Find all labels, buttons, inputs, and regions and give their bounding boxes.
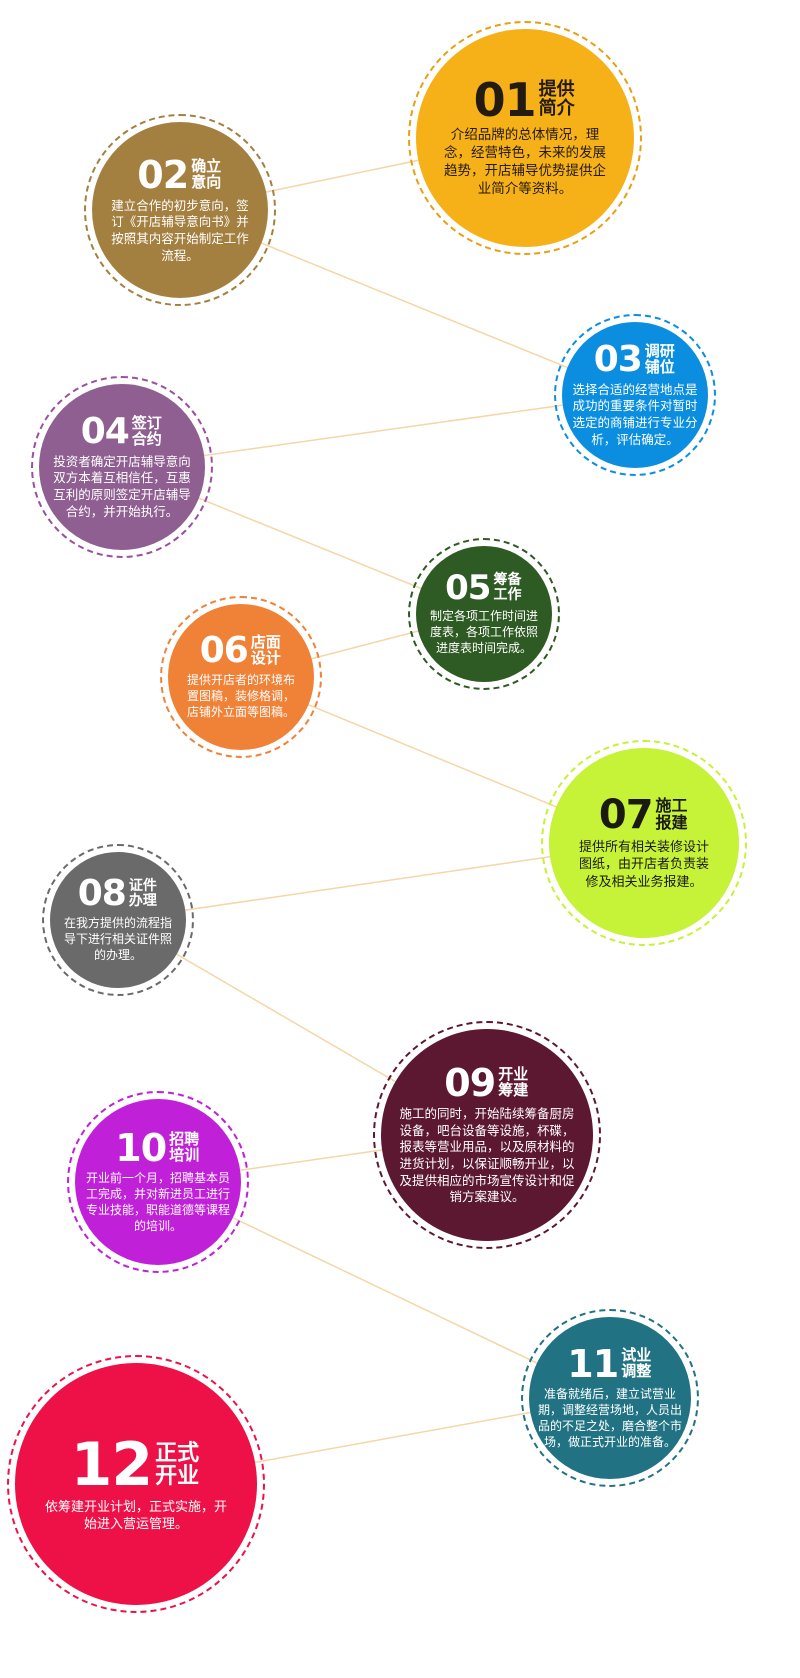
step-description: 选择合适的经营地点是成功的重要条件对暂时选定的商铺进行专业分析，评估确定。 xyxy=(572,381,698,447)
connector-line xyxy=(157,1181,611,1399)
step-title: 确立意向 xyxy=(191,157,222,191)
connector-line xyxy=(121,394,636,468)
step-description: 依筹建开业计划，正式实施，开始进入营运管理。 xyxy=(44,1499,227,1532)
step-description: 准备就绪后，建立试营业期，调整经营场地，人员出品的不足之处，磨合整个市场，做正式… xyxy=(537,1387,682,1449)
step-number: 11 xyxy=(567,1342,619,1387)
step-number: 04 xyxy=(80,410,130,452)
step-number: 10 xyxy=(115,1126,167,1171)
step-12-circle: 12 正式开业 依筹建开业计划，正式实施，开始进入营运管理。 xyxy=(7,1355,265,1613)
step-01-circle: 01 提供简介 介绍品牌的总体情况，理念，经营特色，未来的发展趋势，开店辅导优势… xyxy=(408,21,642,255)
step-title: 招聘培训 xyxy=(169,1130,200,1165)
step-09-circle: 09 开业筹建 施工的同时，开始陆续筹备厨房设备，吧台设备等设施，杯碟，报表等营… xyxy=(373,1021,601,1249)
step-02-circle: 02 确立意向 建立合作的初步意向，签订《开店辅导意向书》并按照其内容开始制定工… xyxy=(84,114,276,306)
step-number: 05 xyxy=(445,568,491,609)
step-number: 12 xyxy=(70,1429,153,1500)
step-title: 开业筹建 xyxy=(498,1065,529,1100)
step-title: 调研铺位 xyxy=(644,342,675,376)
step-title: 筹备工作 xyxy=(493,572,522,604)
step-number: 01 xyxy=(473,73,537,128)
step-description: 施工的同时，开始陆续筹备厨房设备，吧台设备等设施，杯碟，报表等营业用品，以及原材… xyxy=(399,1106,575,1205)
step-title: 正式开业 xyxy=(155,1440,200,1489)
step-description: 制定各项工作时间进度表，各项工作依照进度表时间完成。 xyxy=(429,609,538,655)
step-description: 介绍品牌的总体情况，理念，经营特色，未来的发展趋势，开店辅导优势提供企业简介等资… xyxy=(444,127,606,197)
step-title: 证件办理 xyxy=(128,878,157,910)
step-title: 试业调整 xyxy=(621,1346,652,1381)
step-description: 投资者确定开店辅导意向双方本着互相信任，互惠互利的原则签定开店辅导合约，并开始执… xyxy=(53,453,191,519)
step-08-circle: 08 证件办理 在我方提供的流程指导下进行相关证件照的办理。 xyxy=(42,844,194,996)
step-description: 开业前一个月，招聘基本员工完成，并对新进员工进行专业技能，职能道德等课程的培训。 xyxy=(85,1171,230,1233)
step-04-circle: 04 签订合约 投资者确定开店辅导意向双方本着互相信任，互惠互利的原则签定开店辅… xyxy=(31,376,213,558)
step-number: 06 xyxy=(199,630,249,672)
step-06-circle: 06 店面设计 提供开店者的环境布置图稿，装修格调，店铺外立面等图稿。 xyxy=(160,596,322,758)
step-03-circle: 03 调研铺位 选择合适的经营地点是成功的重要条件对暂时选定的商铺进行专业分析，… xyxy=(554,314,716,476)
step-description: 提供开店者的环境布置图稿，装修格调，店铺外立面等图稿。 xyxy=(186,673,295,719)
step-number: 02 xyxy=(137,152,189,197)
step-number: 09 xyxy=(444,1061,496,1106)
step-description: 提供所有相关装修设计图纸，由开店者负责装修及相关业务报建。 xyxy=(578,840,709,890)
step-05-circle: 05 筹备工作 制定各项工作时间进度表，各项工作依照进度表时间完成。 xyxy=(408,538,560,690)
step-title: 施工报建 xyxy=(655,796,688,833)
step-07-circle: 07 施工报建 提供所有相关装修设计图纸，由开店者负责装修及相关业务报建。 xyxy=(541,740,747,946)
step-number: 03 xyxy=(593,338,643,380)
step-number: 07 xyxy=(598,792,654,839)
step-11-circle: 11 试业调整 准备就绪后，建立试营业期，调整经营场地，人员出品的不足之处，磨合… xyxy=(521,1309,699,1487)
step-number: 08 xyxy=(77,873,127,915)
step-title: 店面设计 xyxy=(250,633,281,668)
step-description: 建立合作的初步意向，签订《开店辅导意向书》并按照其内容开始制定工作流程。 xyxy=(111,197,249,263)
step-description: 在我方提供的流程指导下进行相关证件照的办理。 xyxy=(63,916,172,962)
step-10-circle: 10 招聘培训 开业前一个月，招聘基本员工完成，并对新进员工进行专业技能，职能道… xyxy=(67,1091,249,1273)
step-title: 签订合约 xyxy=(131,414,162,448)
step-title: 提供简介 xyxy=(538,79,575,120)
